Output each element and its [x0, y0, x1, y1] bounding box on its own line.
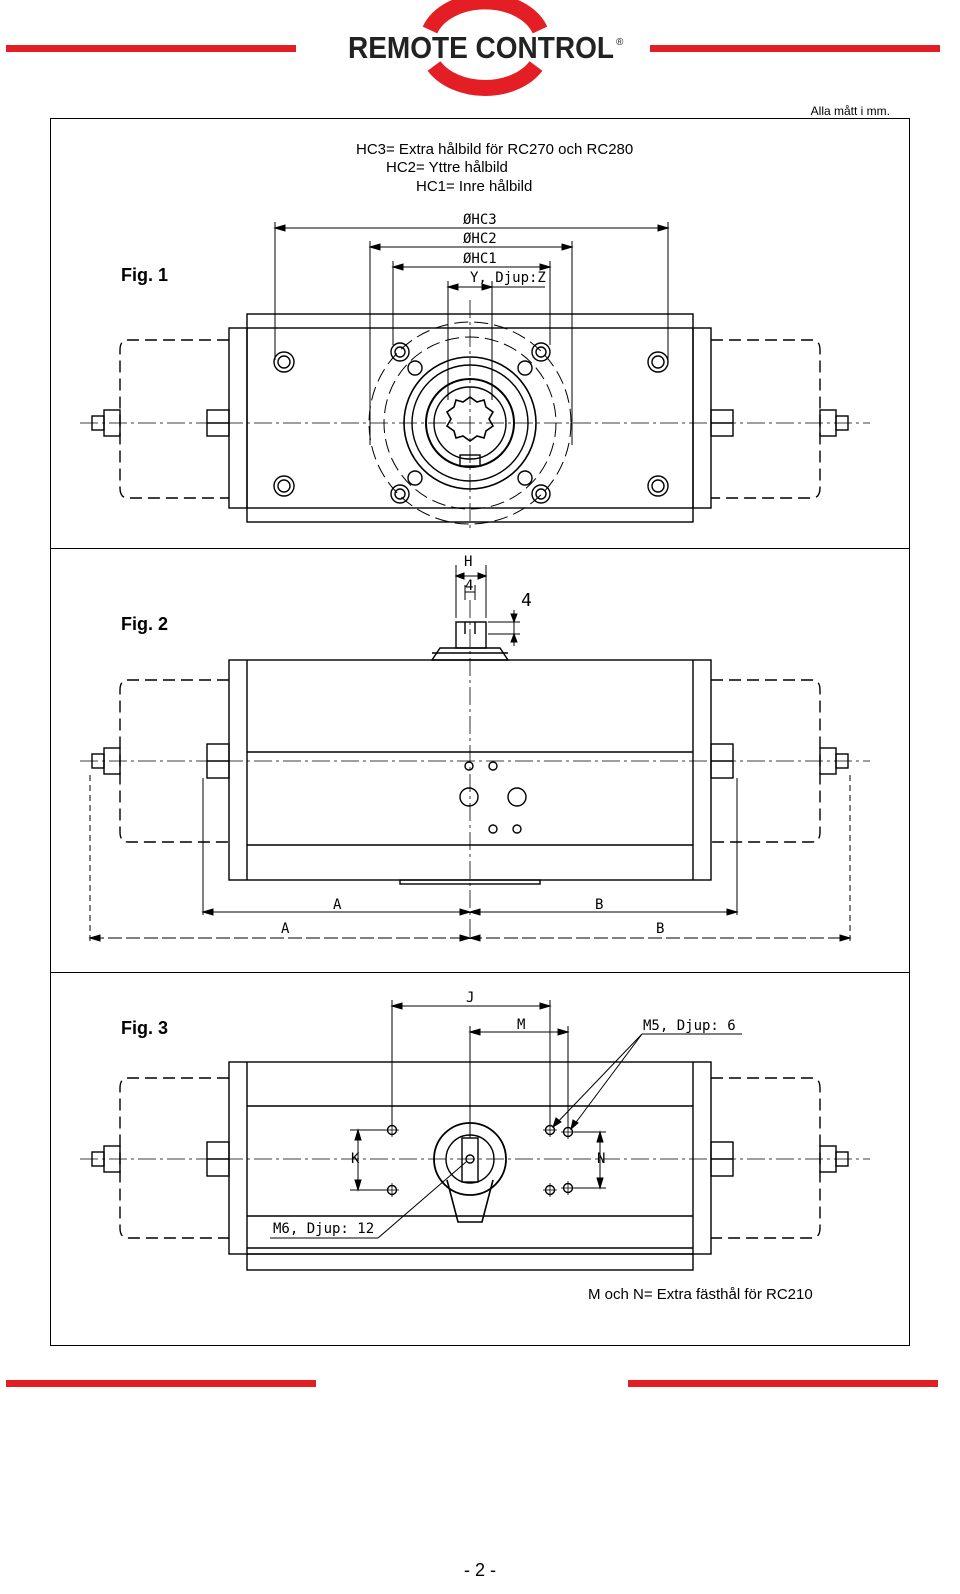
header-rule-right — [650, 45, 940, 52]
logo-text: REMOTE CONTROL — [348, 30, 614, 65]
dim-j: J — [466, 990, 475, 1006]
dim-b-outer: B — [656, 921, 665, 937]
legend-hc2: HC2= Yttre hålbild — [386, 159, 508, 176]
legend-hc1: HC1= Inre hålbild — [416, 178, 533, 195]
dim-hc2: ØHC2 — [463, 231, 497, 247]
registered-mark: ® — [616, 37, 624, 48]
fig1-label: Fig. 1 — [121, 265, 169, 285]
dim-h: H — [464, 554, 473, 570]
header-rule-left — [6, 45, 296, 52]
dim-4-side: 4 — [521, 590, 532, 611]
dim-4-shaft: 4 — [465, 578, 474, 594]
dim-hc1: ØHC1 — [463, 251, 497, 267]
dim-y-depth-z: Y, Djup:Z — [470, 270, 546, 286]
fig3-dimensions — [270, 1000, 742, 1239]
section-divider-1 — [50, 548, 910, 549]
dim-k: K — [351, 1151, 360, 1167]
page-number: - 2 - — [463, 1560, 496, 1580]
fig2-dimensions — [88, 775, 852, 942]
fig1-drive-key — [459, 454, 481, 467]
logo-arc-top — [422, 0, 548, 34]
fig3-note: M och N= Extra fästhål för RC210 — [588, 1286, 813, 1303]
footer-rule-left — [6, 1380, 316, 1387]
fig2-label: Fig. 2 — [121, 614, 169, 634]
dim-m6-depth: M6, Djup: 12 — [273, 1221, 375, 1237]
drawing-frame — [50, 118, 910, 1346]
legend-hc3: HC3= Extra hålbild för RC270 och RC280 — [356, 141, 634, 158]
dim-b-inner: B — [595, 897, 604, 913]
fig1-bolt-holes — [273, 342, 669, 504]
units-note: Alla mått i mm. — [810, 104, 890, 118]
section-divider-2 — [50, 972, 910, 973]
fig3-label: Fig. 3 — [121, 1018, 169, 1038]
dim-a-outer: A — [281, 921, 290, 937]
dim-a-inner: A — [333, 897, 342, 913]
dim-m: M — [517, 1017, 526, 1033]
dim-n: N — [597, 1151, 606, 1167]
footer-rule-right — [628, 1380, 938, 1387]
fig3-holes — [385, 1123, 575, 1197]
dim-m5-depth: M5, Djup: 6 — [643, 1018, 736, 1034]
fig1-star-drive — [445, 396, 495, 442]
fig2-shaft-dimensions — [454, 565, 520, 646]
fig1-dimensions — [273, 222, 670, 445]
dim-hc3: ØHC3 — [463, 212, 497, 228]
logo-arc-bottom — [427, 60, 543, 96]
remote-control-logo: REMOTE CONTROL ® — [348, 0, 624, 96]
